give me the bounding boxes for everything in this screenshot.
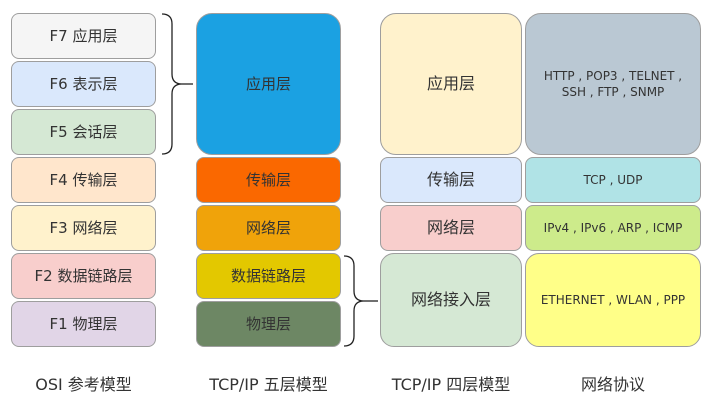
tcpip5-caption: TCP/IP 五层模型 bbox=[209, 375, 328, 394]
tcpip5-network-layer: 网络层 bbox=[196, 205, 341, 251]
osi-layer-1: F1 物理层 bbox=[11, 301, 156, 347]
tcpip4-network-label: 网络层 bbox=[426, 218, 475, 238]
tcpip4-application-label: 应用层 bbox=[426, 74, 475, 94]
osi-layer-2: F2 数据链路层 bbox=[11, 253, 156, 299]
osi-layer-3: F3 网络层 bbox=[11, 205, 156, 251]
osi-layer-7: F7 应用层 bbox=[11, 13, 156, 59]
tcpip5-datalink-layer: 数据链路层 bbox=[196, 253, 341, 299]
upper-brace bbox=[161, 13, 183, 155]
osi-layer-5: F5 会话层 bbox=[11, 109, 156, 155]
protocols-caption: 网络协议 bbox=[580, 375, 645, 394]
protocols-application-line-2: SSH , FTP , SNMP bbox=[561, 85, 665, 99]
osi-layer-3-label: F3 网络层 bbox=[49, 218, 118, 237]
osi-layer-2-label: F2 数据链路层 bbox=[34, 266, 133, 285]
tcpip5-transport-label: 传输层 bbox=[245, 170, 291, 189]
tcpip4-transport-layer: 传输层 bbox=[380, 157, 522, 203]
osi-layer-1-label: F1 物理层 bbox=[49, 314, 118, 333]
lower-brace bbox=[343, 255, 365, 347]
osi-layer-4-label: F4 传输层 bbox=[49, 170, 118, 189]
osi-layer-6-label: F6 表示层 bbox=[49, 74, 118, 93]
osi-layer-5-label: F5 会话层 bbox=[49, 122, 118, 141]
tcpip5-application-layer: 应用层 bbox=[196, 13, 341, 155]
tcpip4-application-layer: 应用层 bbox=[380, 13, 522, 155]
tcpip4-transport-label: 传输层 bbox=[426, 170, 475, 190]
protocols-transport: TCP , UDP bbox=[525, 157, 701, 203]
tcpip5-physical-label: 物理层 bbox=[245, 314, 291, 333]
osi-layer-4: F4 传输层 bbox=[11, 157, 156, 203]
protocols-network-label: IPv4 , IPv6 , ARP , ICMP bbox=[543, 220, 683, 235]
osi-caption: OSI 参考模型 bbox=[35, 375, 132, 394]
osi-layer-6: F6 表示层 bbox=[11, 61, 156, 107]
protocols-link-label: ETHERNET , WLAN , PPP bbox=[540, 292, 686, 307]
tcpip4-network-layer: 网络层 bbox=[380, 205, 522, 251]
tcpip4-network-access-label: 网络接入层 bbox=[410, 290, 491, 310]
protocols-transport-label: TCP , UDP bbox=[583, 172, 643, 187]
osi-layer-7-label: F7 应用层 bbox=[49, 26, 118, 45]
protocols-network: IPv4 , IPv6 , ARP , ICMP bbox=[525, 205, 701, 251]
tcpip5-physical-layer: 物理层 bbox=[196, 301, 341, 347]
protocols-link: ETHERNET , WLAN , PPP bbox=[525, 253, 701, 347]
tcpip5-transport-layer: 传输层 bbox=[196, 157, 341, 203]
protocols-application-line-1: HTTP , POP3 , TELNET , bbox=[543, 68, 683, 83]
tcpip4-caption: TCP/IP 四层模型 bbox=[391, 375, 511, 394]
tcpip5-application-label: 应用层 bbox=[245, 74, 291, 93]
protocols-application: HTTP , POP3 , TELNET , SSH , FTP , SNMP bbox=[525, 13, 701, 155]
tcpip5-network-label: 网络层 bbox=[245, 218, 291, 237]
tcpip5-datalink-label: 数据链路层 bbox=[230, 266, 306, 285]
tcpip4-network-access-layer: 网络接入层 bbox=[380, 253, 522, 347]
